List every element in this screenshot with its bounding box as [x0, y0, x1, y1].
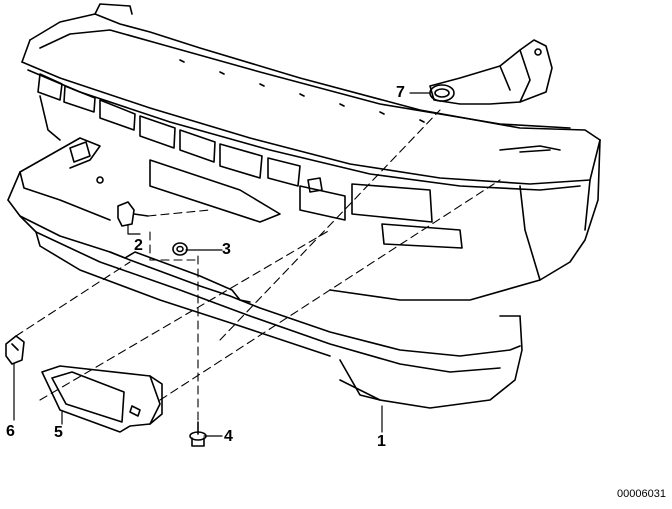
air-duct-upper [429, 39, 553, 105]
clip-nut-part [117, 201, 149, 227]
spacer-nut-part [172, 242, 188, 256]
assembly-lines [15, 109, 501, 421]
air-duct-lower [41, 365, 163, 433]
callout-4: 4 [224, 428, 233, 445]
callout-5: 5 [54, 424, 63, 441]
callout-7: 7 [396, 84, 405, 101]
callout-3: 3 [222, 241, 231, 258]
document-number: 00006031 [617, 488, 666, 500]
front-bumper-cover [21, 3, 601, 301]
callout-1: 1 [377, 433, 386, 450]
callout-2: 2 [134, 237, 143, 254]
screw-part [189, 421, 207, 447]
clip-part [5, 335, 25, 365]
lower-spoiler [7, 137, 523, 409]
callout-6: 6 [6, 423, 15, 440]
leader-lines [13, 92, 431, 437]
